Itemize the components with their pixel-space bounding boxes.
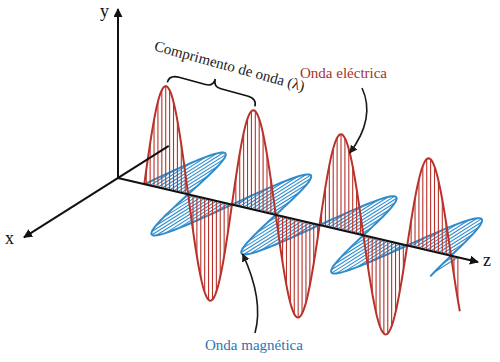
electric-leader bbox=[350, 88, 367, 153]
electric-hatch bbox=[442, 200, 443, 254]
axis-label: x bbox=[5, 228, 14, 250]
electric-hatch bbox=[309, 223, 310, 285]
magnetic-hatch bbox=[244, 181, 286, 207]
electric-hatch bbox=[173, 102, 174, 191]
electric-hatch bbox=[430, 159, 431, 251]
axis-label: z bbox=[483, 250, 491, 272]
electric-hatch bbox=[196, 196, 197, 256]
axis-label: y bbox=[100, 1, 109, 23]
electric-hatch bbox=[352, 167, 353, 233]
electric-hatch bbox=[294, 219, 295, 314]
electric-hatch bbox=[286, 217, 287, 285]
electric-curve bbox=[144, 86, 460, 334]
magnetic-wave bbox=[144, 152, 482, 276]
electric-hatch bbox=[216, 201, 217, 292]
electric-hatch bbox=[204, 198, 205, 292]
magnetic-curve bbox=[144, 152, 482, 276]
electric-hatch bbox=[340, 134, 341, 230]
wave-label: Onda eléctrica bbox=[300, 64, 387, 82]
electric-hatch bbox=[263, 134, 264, 212]
wavelength-brace bbox=[167, 77, 255, 107]
electric-hatch bbox=[434, 167, 435, 252]
electric-hatch bbox=[298, 220, 299, 318]
magnetic-hatch bbox=[163, 196, 197, 217]
electric-hatch bbox=[161, 90, 162, 188]
electric-hatch bbox=[348, 149, 349, 232]
y-axis bbox=[117, 9, 119, 178]
magnetic-hatch bbox=[177, 167, 217, 192]
electric-hatch bbox=[243, 133, 244, 207]
axes bbox=[24, 9, 478, 262]
electric-hatch bbox=[329, 165, 330, 227]
electric-hatch bbox=[305, 222, 306, 303]
electric-hatch bbox=[169, 90, 170, 190]
magnetic-hatch bbox=[267, 192, 300, 213]
electric-hatch bbox=[387, 241, 388, 333]
electric-hatch bbox=[383, 240, 384, 334]
electric-hatch bbox=[251, 111, 252, 209]
electric-hatch bbox=[438, 180, 439, 252]
electric-hatch bbox=[177, 121, 178, 192]
electric-wave bbox=[144, 86, 460, 334]
electric-hatch bbox=[255, 111, 256, 210]
annotations bbox=[167, 77, 367, 333]
magnetic-leader bbox=[243, 254, 258, 333]
electric-hatch bbox=[302, 221, 303, 314]
electric-hatch bbox=[372, 237, 373, 293]
electric-hatch bbox=[165, 86, 166, 189]
wavelength-label: Comprimento de onda (λ) bbox=[152, 37, 306, 95]
electric-hatch bbox=[208, 199, 209, 300]
electric-hatch bbox=[333, 148, 334, 228]
electric-hatch bbox=[200, 197, 201, 277]
electric-hatch bbox=[153, 120, 154, 187]
electric-hatch bbox=[157, 102, 158, 188]
electric-hatch bbox=[290, 218, 291, 303]
electric-hatch bbox=[418, 179, 419, 248]
electric-hatch bbox=[376, 238, 377, 312]
electric-hatch bbox=[212, 200, 213, 300]
electric-hatch bbox=[426, 159, 427, 250]
electric-hatch bbox=[259, 119, 260, 211]
magnetic-hatch bbox=[178, 202, 220, 229]
x-axis bbox=[24, 146, 169, 237]
electric-hatch bbox=[395, 243, 396, 313]
z-axis bbox=[118, 178, 478, 262]
electric-hatch bbox=[379, 239, 380, 326]
electric-hatch bbox=[220, 202, 221, 277]
electric-hatch bbox=[422, 166, 423, 249]
magnetic-hatch bbox=[261, 222, 306, 250]
electric-hatch bbox=[391, 242, 392, 326]
electric-hatch bbox=[337, 138, 338, 229]
electric-hatch bbox=[266, 155, 267, 213]
electric-hatch bbox=[247, 119, 248, 209]
electric-hatch bbox=[344, 138, 345, 231]
magnetic-hatch bbox=[152, 199, 209, 235]
wave-label: Onda magnética bbox=[205, 336, 303, 354]
